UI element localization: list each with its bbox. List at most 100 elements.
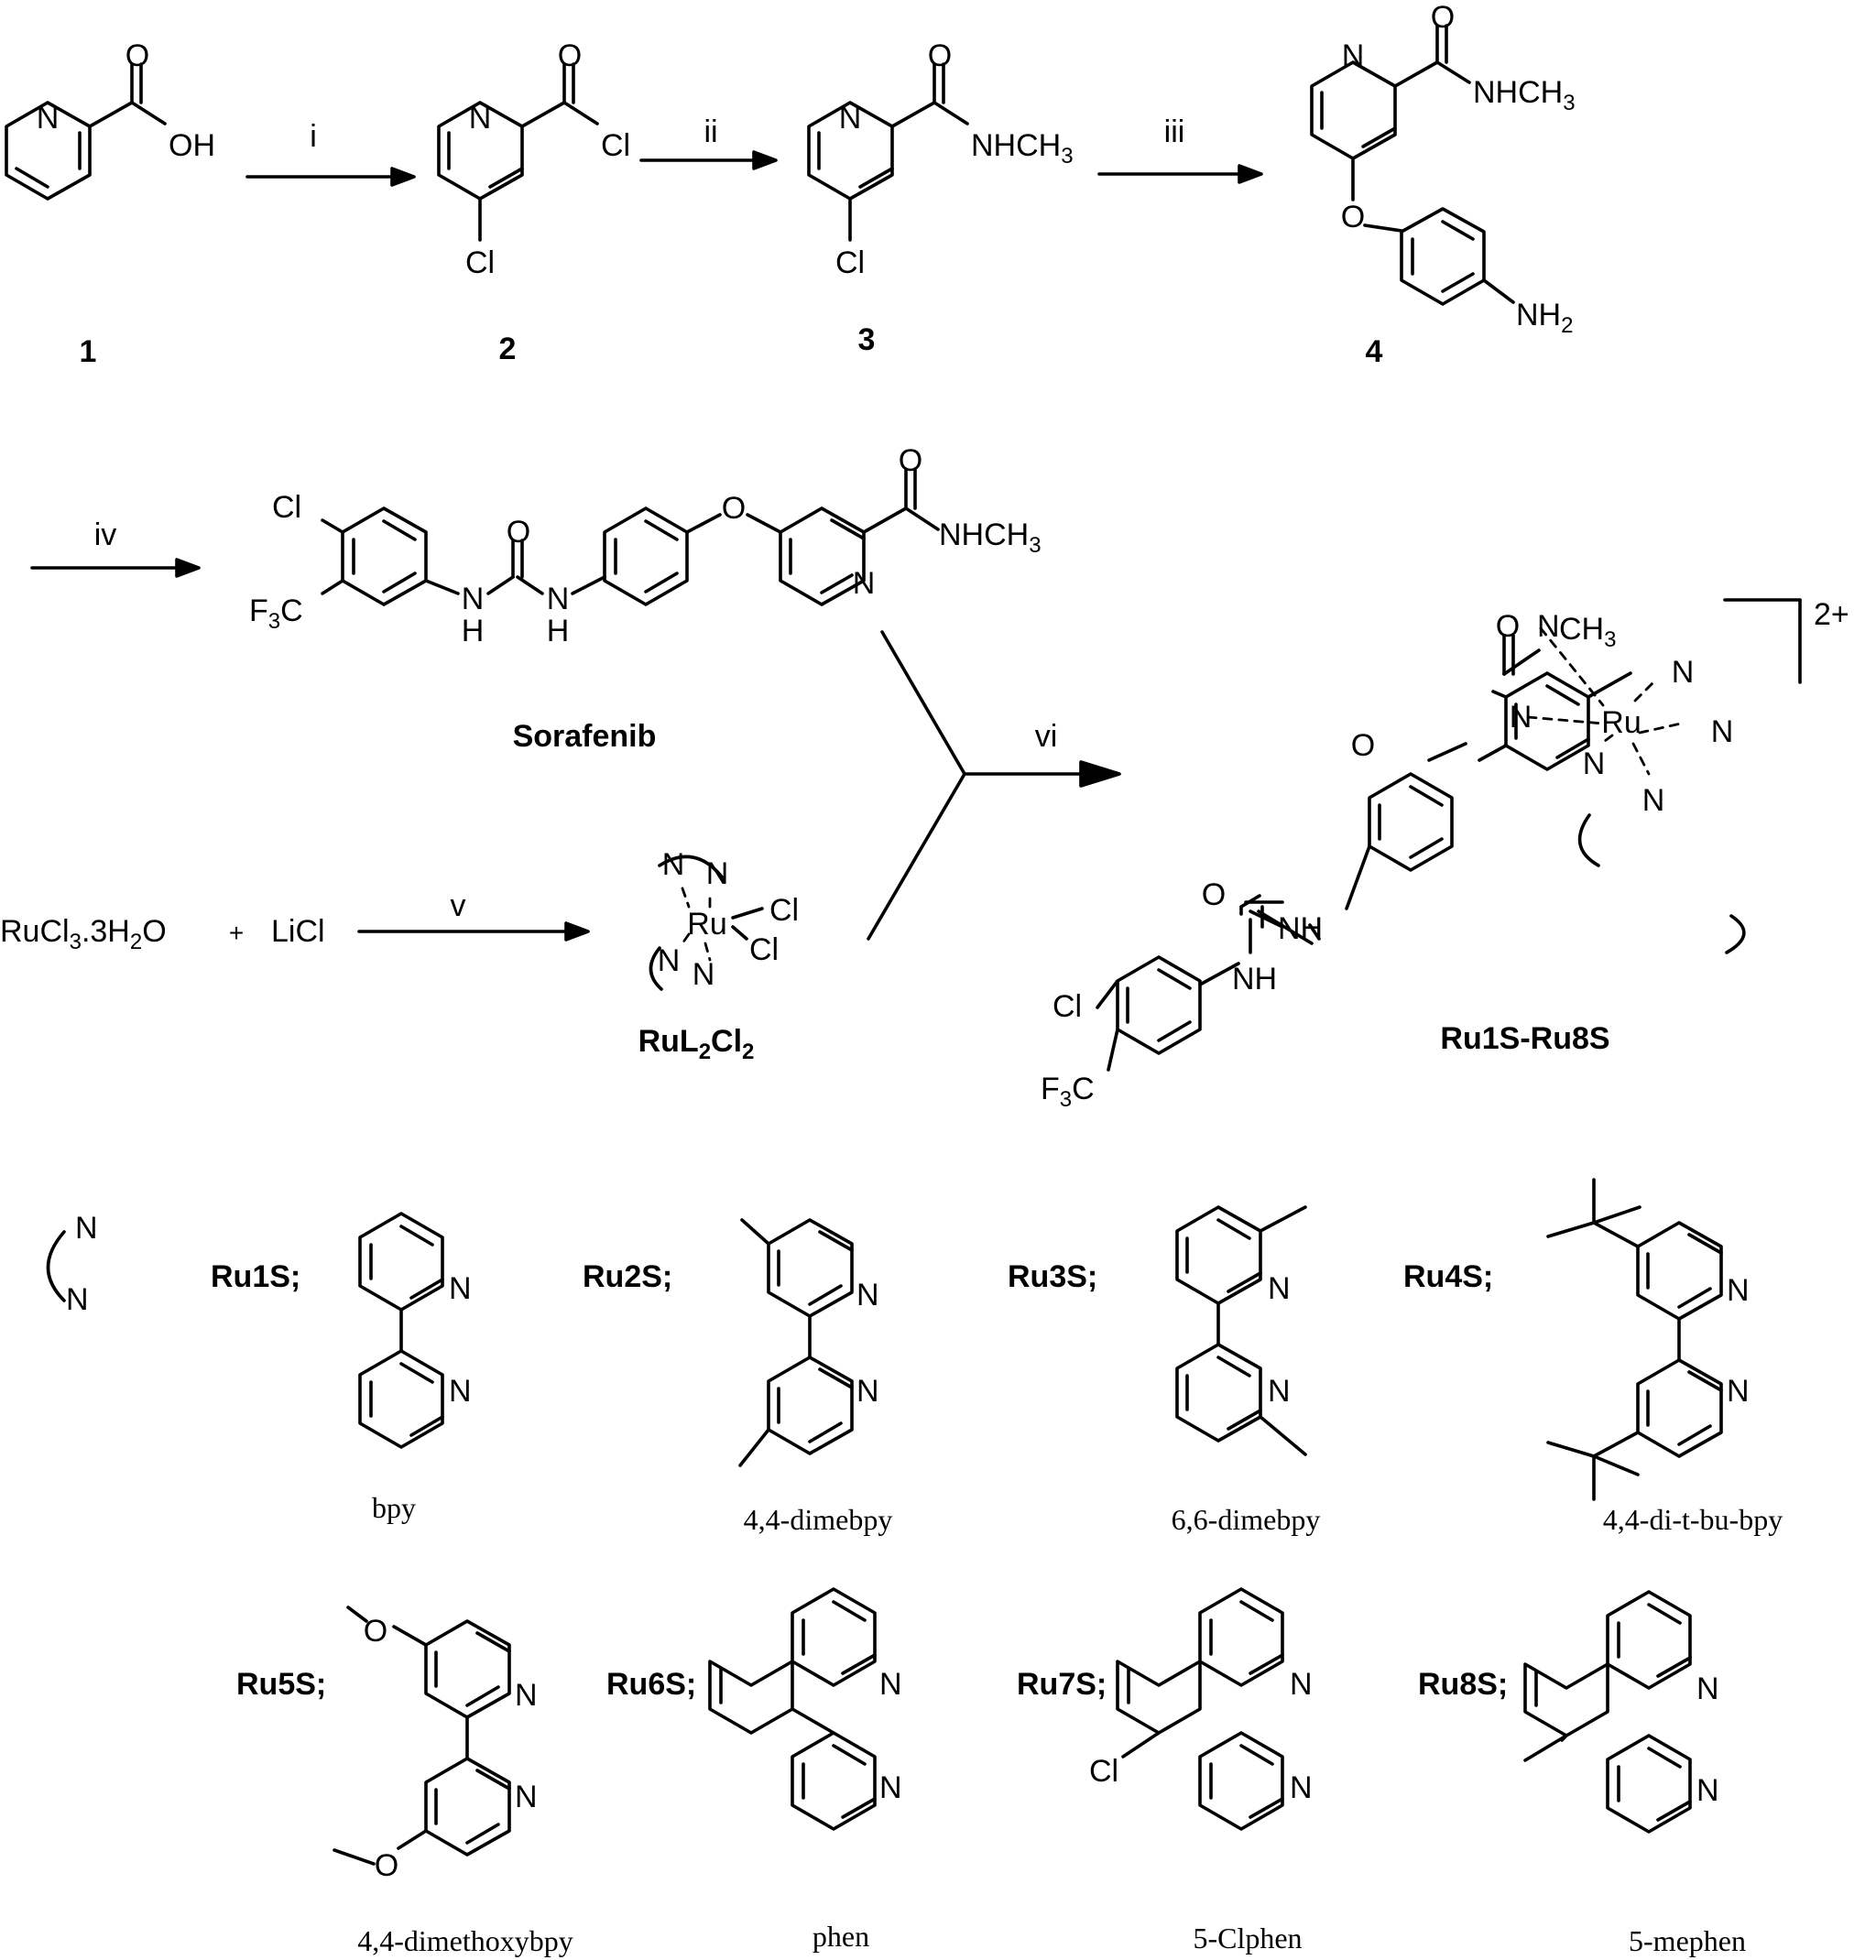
atom-n: N — [449, 1374, 472, 1409]
atom-o: O — [722, 491, 746, 526]
compound-label-product: Ru1S-Ru8S — [1440, 1021, 1609, 1056]
compound-label-1: 1 — [80, 334, 97, 369]
arrow-step-i — [245, 167, 416, 187]
ligand-5-clphen-structure: N N Cl — [1089, 1587, 1313, 1831]
ligand-name-4-4-dimethoxybpy: 4,4-dimethoxybpy — [357, 1924, 573, 1957]
step-label-vi: vi — [1035, 719, 1058, 754]
atom-cl: Cl — [465, 245, 495, 280]
atom-n: N — [856, 1278, 879, 1312]
ligand-code-ru4s: Ru4S; — [1403, 1259, 1493, 1294]
atom-cl: Cl — [769, 893, 799, 928]
atom-n: N — [706, 856, 729, 891]
ligand-name-4-4-di-t-bu-bpy: 4,4-di-t-bu-bpy — [1603, 1503, 1783, 1536]
atom-o: O — [928, 38, 952, 73]
atom-o: O — [1351, 728, 1375, 763]
atom-h: H — [462, 614, 485, 648]
step-label-v: v — [451, 888, 466, 923]
atom-n: N — [75, 1211, 98, 1246]
atom-o: O — [507, 515, 530, 550]
ligand-code-ru1s: Ru1S; — [211, 1259, 300, 1294]
atom-nh: NH — [1232, 962, 1277, 996]
atom-o: O — [1431, 0, 1455, 35]
atom-cl: Cl — [601, 128, 630, 163]
compound-label-sorafenib: Sorafenib — [513, 719, 657, 754]
ligand-4-4-dimethoxybpy-structure: O N N O — [333, 1606, 538, 1883]
atom-n: N — [1268, 1374, 1291, 1409]
atom-o: O — [1341, 200, 1365, 234]
atom-n: N — [515, 1780, 538, 1814]
atom-n: N — [1290, 1667, 1313, 1702]
atom-nh: NH — [1278, 911, 1323, 946]
atom-n-pyridine: N — [1510, 700, 1532, 735]
atom-o: O — [125, 38, 149, 73]
atom-ru: Ru — [687, 907, 726, 942]
atom-h: H — [547, 614, 570, 648]
step-label-ii: ii — [704, 114, 717, 149]
charge-label: 2+ — [1814, 597, 1849, 632]
atom-n: N — [1290, 1770, 1313, 1805]
ligand-name-5-clphen: 5-Clphen — [1193, 1922, 1302, 1955]
atom-oh: OH — [169, 128, 215, 163]
atom-n: N — [1342, 38, 1365, 73]
ligand-code-ru5s: Ru5S; — [236, 1667, 326, 1702]
arrow-step-vi — [867, 630, 1121, 941]
ligand-code-ru3s: Ru3S; — [1008, 1259, 1097, 1294]
atom-n: N — [856, 1374, 879, 1409]
ligand-code-ru8s: Ru8S; — [1418, 1667, 1508, 1702]
compound-label-2: 2 — [499, 332, 517, 366]
arrow-step-ii — [639, 150, 778, 170]
ligand-6-6-dimebpy-structure: N N — [1175, 1205, 1307, 1456]
atom-n: N — [879, 1667, 902, 1702]
atom-n: N — [515, 1678, 538, 1713]
atom-n: N — [1268, 1271, 1291, 1306]
atom-n: N — [693, 957, 715, 992]
step-label-iii: iii — [1164, 114, 1185, 149]
atom-cl: Cl — [835, 245, 865, 280]
atom-nhch3: NNHCH — [1537, 609, 1646, 644]
atom-n: N — [37, 101, 60, 136]
reagent-licl: LiCl — [271, 914, 325, 949]
ligand-phen-structure: N N — [708, 1587, 902, 1831]
atom-o: O — [364, 1614, 387, 1649]
atom-nh2: NH2 — [1516, 298, 1573, 338]
atom-n-ligand: N — [1583, 746, 1606, 781]
atom-n-ligand: N — [1672, 655, 1695, 690]
step-label-i: i — [310, 119, 317, 154]
atom-nhch3: NHCH3 — [971, 128, 1074, 169]
atom-o: O — [375, 1848, 398, 1883]
atom-n: N — [853, 566, 876, 601]
compound-label-3: 3 — [858, 322, 876, 357]
atom-n: N — [449, 1271, 472, 1306]
atom-nhch3: NHCH3 — [1473, 75, 1576, 115]
atom-n: N — [662, 847, 685, 882]
ligand-code-ru2s: Ru2S; — [583, 1259, 672, 1294]
sorafenib-structure: Cl F3C N H O N H O N O NHCH3 — [249, 443, 1042, 648]
ligand-name-phen: phen — [813, 1920, 869, 1953]
atom-n: N — [839, 101, 862, 136]
ligand-name-bpy: bpy — [372, 1491, 416, 1524]
atom-o: O — [1202, 877, 1226, 912]
rul2cl2-structure: N N Ru Cl Cl N N — [649, 847, 799, 992]
ligand-code-ru6s: Ru6S; — [606, 1667, 696, 1702]
arrow-step-iii — [1097, 164, 1263, 184]
atom-nh: N — [462, 582, 485, 616]
atom-cl: Cl — [272, 490, 301, 525]
atom-o: O — [558, 38, 582, 73]
atom-o: O — [1496, 609, 1520, 644]
step-label-iv: iv — [94, 517, 117, 552]
plus-sign: + — [229, 919, 244, 947]
compound-label-4: 4 — [1366, 334, 1383, 369]
ligand-bpy-structure: N N — [358, 1212, 472, 1449]
ligand-name-6-6-dimebpy: 6,6-dimebpy — [1172, 1503, 1321, 1536]
ligand-name-5-mephen: 5-mephen — [1629, 1924, 1746, 1957]
arrow-step-iv — [30, 558, 201, 578]
atom-n: N — [1727, 1374, 1750, 1409]
reagent-rucl3: RuCl3.3H2O — [0, 914, 167, 954]
ligand-4-4-di-t-bu-bpy-structure: N N — [1546, 1178, 1750, 1501]
group-cf3: F3C — [249, 593, 303, 634]
atom-n: N — [658, 943, 681, 978]
atom-cl: Cl — [1089, 1754, 1118, 1789]
atom-n: N — [1727, 1273, 1750, 1308]
ligand-code-ru7s: Ru7S; — [1017, 1667, 1107, 1702]
